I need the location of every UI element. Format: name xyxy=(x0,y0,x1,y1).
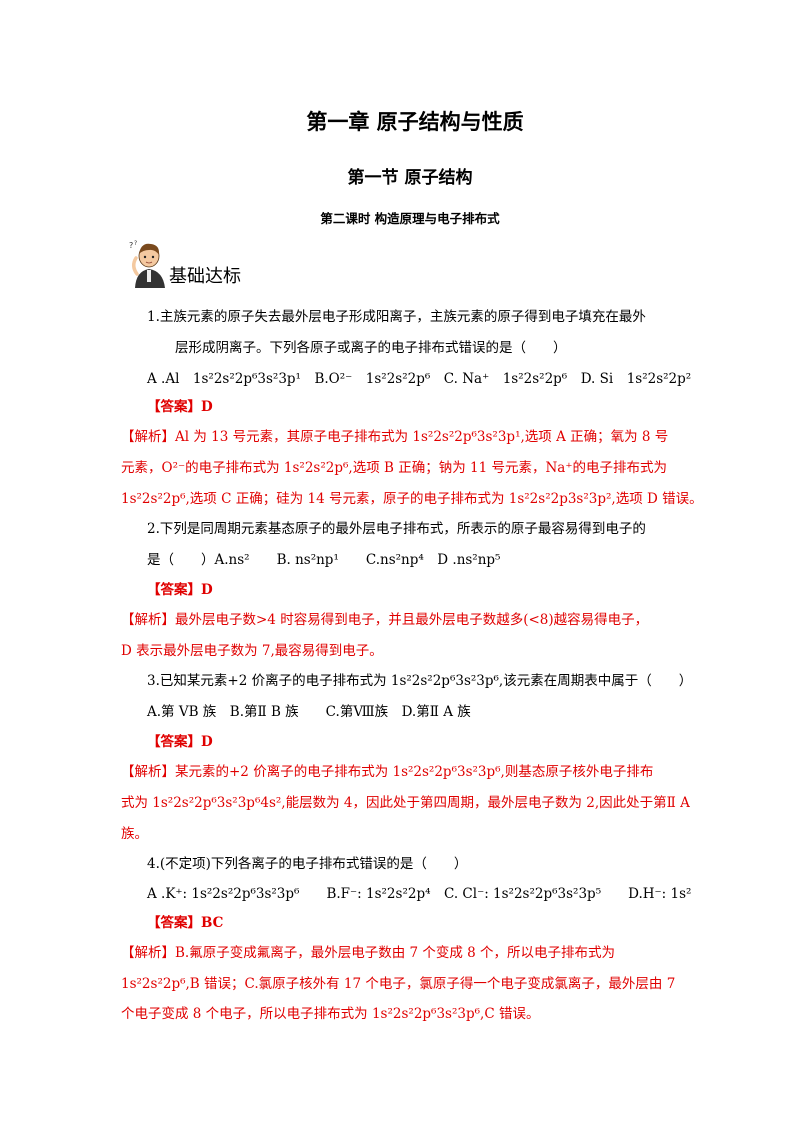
q1-options: A .Al 1s²2s²2p⁶3s²3p¹ B.O²⁻ 1s²2s²2p⁶ C.… xyxy=(147,371,692,387)
q2-stem-line2: 是（ ）A.ns² B. ns²np¹ C.ns²np⁴ D .ns²np⁵ xyxy=(147,552,501,568)
svg-text:?: ? xyxy=(134,240,137,247)
q4-options: A .K⁺: 1s²2s²2p⁶3s²3p⁶ B.F⁻: 1s²2s²2p⁴ C… xyxy=(147,886,692,902)
q3-analysis-line3: 族。 xyxy=(121,826,148,842)
q4-analysis-line1: 【解析】B.氟原子变成氟离子，最外层电子数由 7 个变成 8 个，所以电子排布式… xyxy=(121,945,616,961)
q2-answer: 【答案】D xyxy=(147,582,213,598)
q2-analysis-line2: D 表示最外层电子数为 7,最容易得到电子。 xyxy=(121,643,383,659)
q1-stem-line2: 层形成阴离子。下列各原子或离子的电子排布式错误的是（ ） xyxy=(175,340,567,356)
q2-analysis-line1: 【解析】最外层电子数>4 时容易得到电子，并且最外层电子数越多(<8)越容易得电… xyxy=(121,612,649,628)
svg-text:?: ? xyxy=(129,241,133,250)
q1-stem-line1: 1.主族元素的原子失去最外层电子形成阳离子，主族元素的原子得到电子填充在最外 xyxy=(147,309,646,325)
q1-analysis-line1: 【解析】Al 为 13 号元素，其原子电子排布式为 1s²2s²2p⁶3s²3p… xyxy=(121,429,669,445)
q1-answer: 【答案】D xyxy=(147,399,213,415)
section-title-heading: 第一节 原子结构 xyxy=(347,168,473,188)
q4-analysis-line3: 个电子变成 8 个电子，所以电子排布式为 1s²2s²2p⁶3s²3p⁶,C 错… xyxy=(121,1006,540,1022)
q3-answer: 【答案】D xyxy=(147,734,213,750)
q4-analysis-line2: 1s²2s²2p⁶,B 错误；C.氯原子核外有 17 个电子，氯原子得一个电子变… xyxy=(121,976,676,992)
section-label: 基础达标 xyxy=(169,266,241,287)
chapter-title: 第一章 原子结构与性质 xyxy=(306,109,524,134)
q3-stem-line1: 3.已知某元素+2 价离子的电子排布式为 1s²2s²2p⁶3s²3p⁶,该元素… xyxy=(147,673,693,689)
q3-analysis-line1: 【解析】某元素的+2 价离子的电子排布式为 1s²2s²2p⁶3s²3p⁶,则基… xyxy=(121,764,654,780)
q3-analysis-line2: 式为 1s²2s²2p⁶3s²3p⁶4s²,能层数为 4，因此处于第四周期，最外… xyxy=(121,795,690,811)
q2-stem-line1: 2.下列是同周期元素基态原子的最外层电子排布式，所表示的原子最容易得到电子的 xyxy=(147,521,646,537)
q4-answer: 【答案】BC xyxy=(147,915,224,931)
q1-analysis-line2: 元素，O²⁻的电子排布式为 1s²2s²2p⁶,选项 B 正确；钠为 11 号元… xyxy=(121,460,667,476)
q1-analysis-line3: 1s²2s²2p⁶,选项 C 正确；硅为 14 号元素，原子的电子排布式为 1s… xyxy=(121,491,703,507)
lesson-title: 第二课时 构造原理与电子排布式 xyxy=(320,211,500,226)
q3-options: A.第 VB 族 B.第Ⅱ B 族 C.第Ⅷ族 D.第Ⅱ A 族 xyxy=(147,704,471,720)
thinking-boy-icon: ? ? xyxy=(129,240,165,288)
q4-stem-line1: 4.(不定项)下列各离子的电子排布式错误的是（ ） xyxy=(147,856,468,872)
